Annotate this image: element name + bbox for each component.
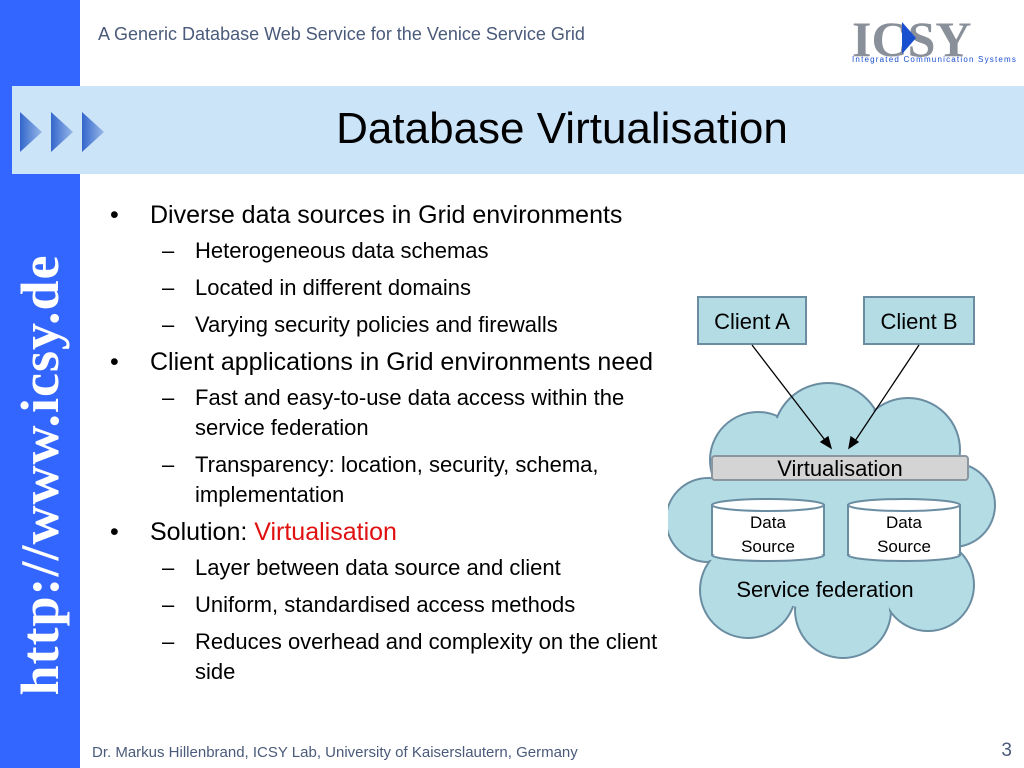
sidebar-url: http://www.icsy.de — [10, 254, 70, 696]
svg-text:Source: Source — [877, 537, 931, 556]
sub-bullet-item: – Reduces overhead and complexity on the… — [162, 629, 658, 684]
triple-arrow-icon — [20, 112, 104, 152]
page-number: 3 — [1001, 740, 1012, 761]
icsy-logo: ICSY — [852, 14, 971, 67]
footer-author: Dr. Markus Hillenbrand, ICSY Lab, Univer… — [92, 744, 578, 761]
data-source-1: Data Source — [711, 498, 825, 562]
service-federation-label: Service federation — [736, 577, 913, 602]
svg-text:Source: Source — [741, 537, 795, 556]
virtualisation-layer: Virtualisation — [711, 455, 969, 481]
sub-bullet-item: – Uniform, standardised access methods — [162, 592, 576, 617]
svg-text:Client B: Client B — [880, 309, 957, 334]
data-source-2: Data Source — [847, 498, 961, 562]
bullet-item: • Client applications in Grid environmen… — [110, 348, 654, 376]
bullet-item: • Solution: Virtualisation — [110, 518, 397, 546]
svg-text:Data: Data — [750, 513, 786, 532]
svg-text:Virtualisation: Virtualisation — [777, 456, 903, 481]
virtualisation-diagram: Client A Client B Virtualisation Data So… — [668, 296, 996, 659]
presentation-title: A Generic Database Web Service for the V… — [98, 24, 585, 44]
slide-title: Database Virtualisation — [336, 104, 788, 153]
svg-text:Data: Data — [886, 513, 922, 532]
sub-bullet-item: – Located in different domains — [162, 275, 471, 300]
bullet-item: • Diverse data sources in Grid environme… — [110, 201, 623, 229]
highlight-text: Virtualisation — [254, 518, 397, 546]
connection-arrows — [751, 344, 920, 450]
sub-bullet-item: – Fast and easy-to-use data access withi… — [162, 385, 625, 440]
sub-bullet-item: – Heterogeneous data schemas — [162, 238, 489, 263]
client-a-box: Client A — [697, 296, 807, 345]
sub-bullet-item: – Transparency: location, security, sche… — [162, 452, 599, 507]
sub-bullet-item: – Varying security policies and firewall… — [162, 312, 558, 337]
title-band — [12, 86, 1024, 174]
client-b-box: Client B — [863, 296, 975, 345]
bullet-dot: • — [110, 348, 119, 376]
logo-subtitle: Integrated Communication Systems — [852, 55, 1018, 64]
sub-bullet-item: – Layer between data source and client — [162, 555, 561, 580]
bullet-dot: • — [110, 201, 119, 229]
svg-text:Client A: Client A — [714, 309, 790, 334]
bullet-dot: • — [110, 518, 119, 546]
bullet-list: • Diverse data sources in Grid environme… — [110, 200, 730, 694]
